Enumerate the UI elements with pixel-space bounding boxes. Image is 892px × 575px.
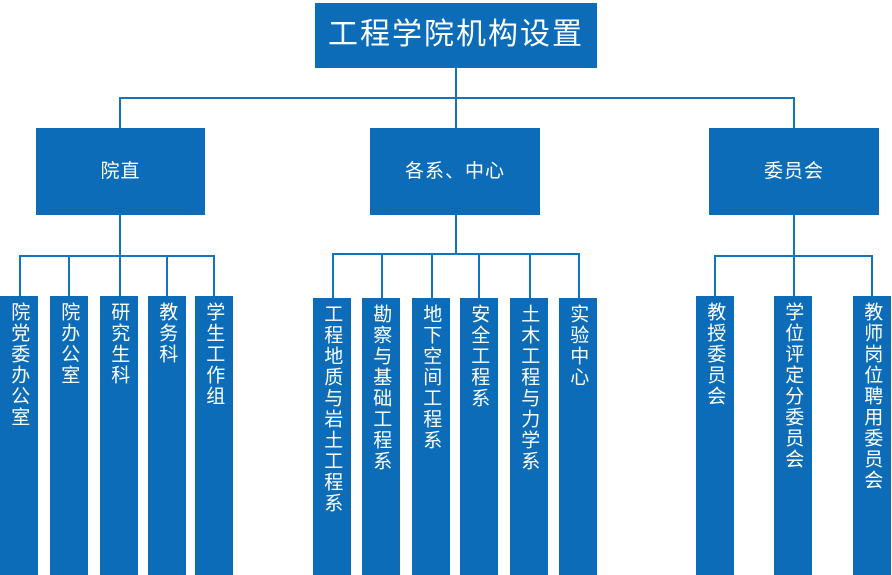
- connector-g1-bar: [19, 255, 215, 257]
- connector-level2-bar: [119, 97, 795, 99]
- connector-level2-drop-3: [793, 97, 795, 128]
- leaf-yuan-dangwei-bangongshi[interactable]: 院党委办公室: [0, 296, 38, 575]
- leaf-dixia-kongjian-gongcheng[interactable]: 地下空间工程系: [412, 298, 450, 575]
- connector-g2-drop-3: [431, 253, 433, 298]
- connector-root-stem: [455, 68, 457, 98]
- connector-g2-bar: [332, 253, 580, 255]
- connector-g1-stem: [119, 215, 121, 256]
- leaf-kancha-jichu-gongcheng[interactable]: 勘察与基础工程系: [362, 298, 400, 575]
- connector-g2-stem: [455, 215, 457, 255]
- node-branch-committees[interactable]: 委员会: [709, 128, 879, 215]
- leaf-anquan-gongcheng[interactable]: 安全工程系: [460, 298, 498, 575]
- connector-g2-drop-6: [578, 253, 580, 298]
- connector-level2-drop-2: [455, 97, 457, 128]
- connector-g2-drop-1: [332, 253, 334, 298]
- leaf-jiaoshou-weiyuanhui[interactable]: 教授委员会: [696, 296, 734, 575]
- connector-g3-drop-1: [714, 255, 716, 298]
- connector-g3-stem: [793, 215, 795, 257]
- node-branch-yuanzhi[interactable]: 院直: [36, 128, 205, 215]
- connector-g2-drop-2: [381, 253, 383, 298]
- leaf-tumu-gongcheng-lixue[interactable]: 土木工程与力学系: [510, 298, 548, 575]
- connector-g1-drop-4: [166, 255, 168, 298]
- connector-g1-drop-2: [68, 255, 70, 298]
- connector-g3-drop-3: [871, 255, 873, 298]
- leaf-jiaowu-ke[interactable]: 教务科: [148, 296, 186, 575]
- connector-g1-drop-3: [119, 255, 121, 298]
- connector-g1-drop-5: [213, 255, 215, 298]
- leaf-xuewei-pingding-fen-weiyuanhui[interactable]: 学位评定分委员会: [774, 296, 812, 575]
- connector-g2-drop-4: [478, 253, 480, 298]
- node-branch-departments[interactable]: 各系、中心: [370, 128, 540, 215]
- leaf-gongcheng-dizhi-yantu[interactable]: 工程地质与岩土工程系: [313, 298, 351, 575]
- leaf-yuan-bangongshi[interactable]: 院办公室: [50, 296, 88, 575]
- leaf-yanjiusheng-ke[interactable]: 研究生科: [100, 296, 138, 575]
- connector-g2-drop-5: [529, 253, 531, 298]
- leaf-xuesheng-gongzuozu[interactable]: 学生工作组: [195, 296, 233, 575]
- leaf-shiyan-zhongxin[interactable]: 实验中心: [559, 298, 597, 575]
- connector-level2-drop-1: [119, 97, 121, 128]
- connector-g3-drop-2: [793, 255, 795, 298]
- node-root-title[interactable]: 工程学院机构设置: [315, 3, 597, 68]
- leaf-jiaoshi-gangwei-pinyong-weiyuanhui[interactable]: 教师岗位聘用委员会: [853, 296, 891, 575]
- connector-g1-drop-1: [19, 255, 21, 298]
